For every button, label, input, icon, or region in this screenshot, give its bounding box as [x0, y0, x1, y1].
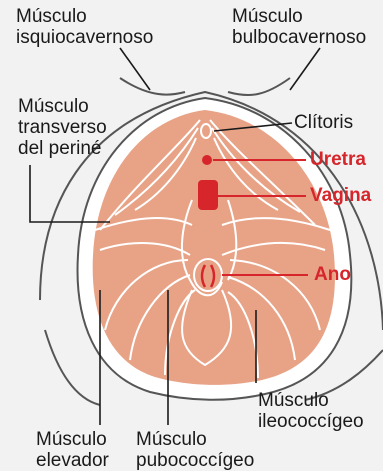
label-vagina: Vagina [310, 185, 372, 206]
label-ileococcigeo: Músculo ileococcígeo [258, 390, 364, 432]
body-contour-right [227, 77, 291, 97]
label-clitoris: Clítoris [294, 112, 354, 133]
clitoris-shape [200, 123, 212, 139]
pelvic-floor-muscle [92, 110, 335, 385]
anus-ring [193, 258, 223, 292]
body-contour-bottom-right [304, 349, 383, 401]
label-pubococcigeo: Músculo pubococcígeo [136, 429, 255, 471]
leader-lines [29, 47, 321, 425]
body-contour-left [119, 77, 186, 96]
label-elevador: Músculo elevador [36, 429, 109, 471]
vagina-shape [198, 180, 218, 210]
body-contour-bottom-left [44, 329, 101, 406]
anus-shape [200, 264, 216, 288]
label-ano: Ano [314, 264, 351, 285]
label-uretra: Uretra [310, 149, 366, 170]
label-bulbocavernoso: Músculo bulbocavernoso [232, 6, 367, 48]
body-contour-outer [39, 90, 383, 331]
label-isquiocavernoso: Músculo isquiocavernoso [16, 6, 154, 48]
urethra-shape [202, 155, 212, 165]
label-transverso: Músculo transverso del periné [18, 96, 107, 159]
red-leader-lines [213, 159, 308, 276]
